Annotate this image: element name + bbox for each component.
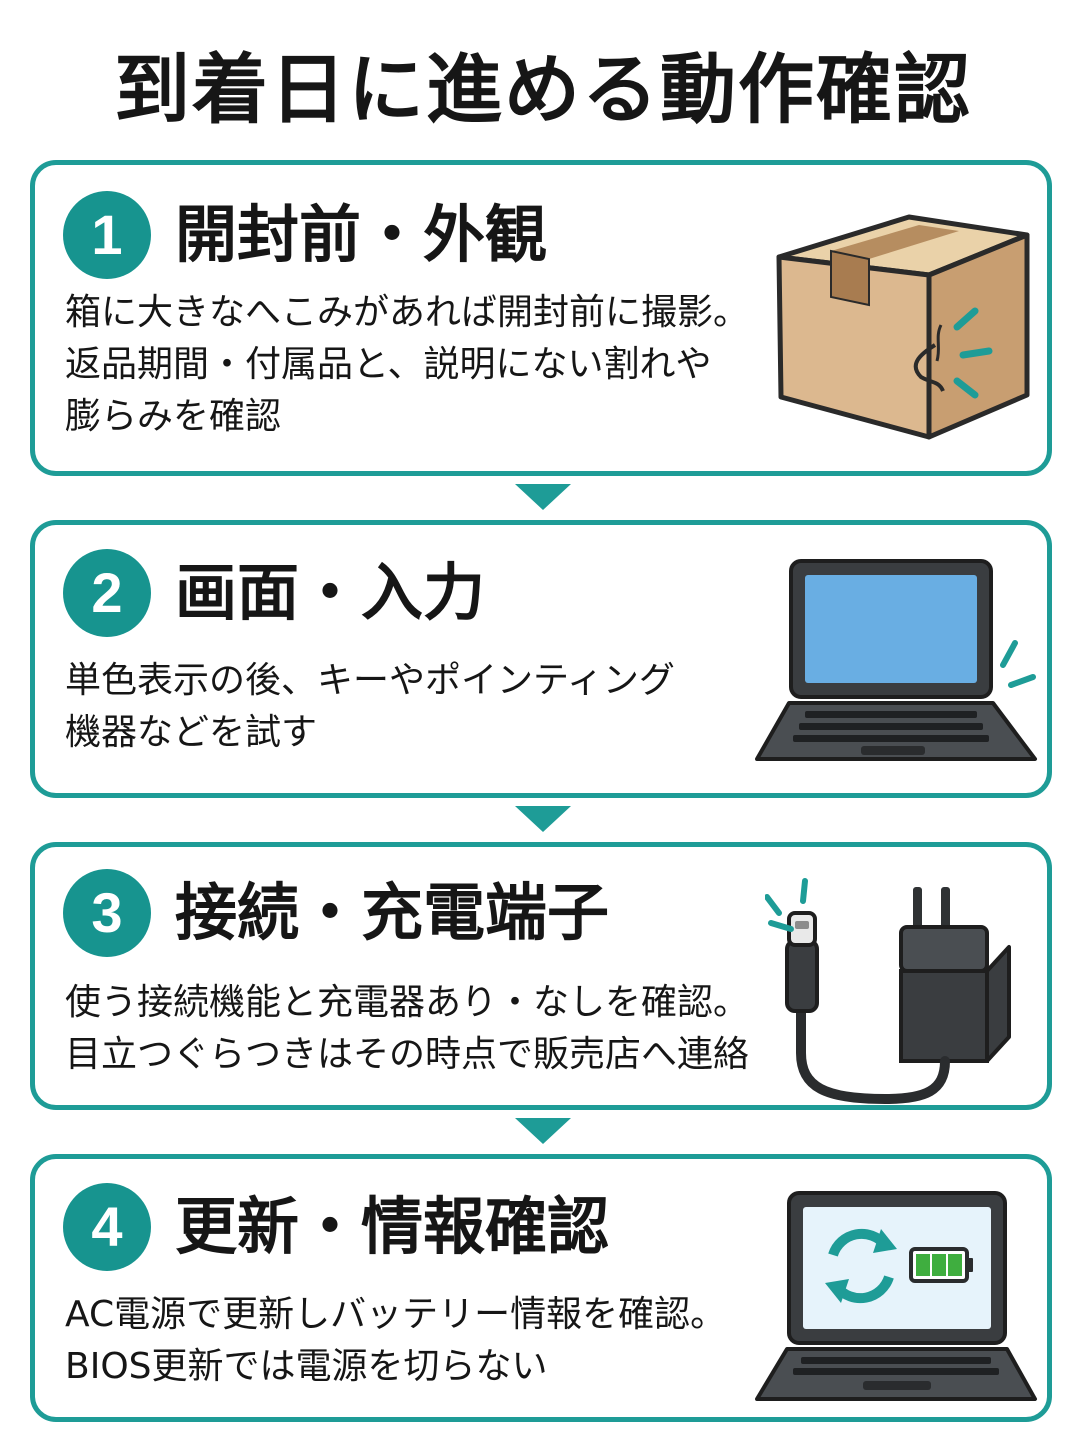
flow-arrow-down <box>515 484 571 510</box>
flow-arrow-down <box>515 806 571 832</box>
step-number-badge: 1 <box>63 191 151 279</box>
step-description: 単色表示の後、キーやポインティング 機器などを試す <box>65 655 675 759</box>
step-title: 画面・入力 <box>175 556 486 629</box>
step-description-line: 機器などを試す <box>65 712 318 753</box>
step-description-line: AC電源で更新しバッテリー情報を確認。 <box>65 1294 727 1335</box>
step-card-4: 4 更新・情報確認 AC電源で更新しバッテリー情報を確認。 BIOS更新では電源… <box>30 1154 1052 1422</box>
step-description-line: 返品期間・付属品と、説明にない割れや <box>65 344 712 385</box>
step-title: 更新・情報確認 <box>175 1190 610 1263</box>
step-description-line: 目立つぐらつきはその時点で販売店へ連絡 <box>65 1034 750 1075</box>
step-number-badge: 3 <box>63 869 151 957</box>
step-description-line: 膨らみを確認 <box>65 396 282 437</box>
step-title: 接続・充電端子 <box>175 876 610 949</box>
page-title: 到着日に進める動作確認 <box>114 45 972 134</box>
step-card-2: 2 画面・入力 単色表示の後、キーやポインティング 機器などを試す <box>30 520 1052 798</box>
cardboard-box-icon <box>776 214 1030 440</box>
step-number-badge: 2 <box>63 549 151 637</box>
laptop-update-battery-icon <box>755 1191 1037 1401</box>
step-description: 箱に大きなへこみがあれば開封前に撮影。 返品期間・付属品と、説明にない割れや 膨… <box>65 287 749 443</box>
step-description: AC電源で更新しバッテリー情報を確認。 BIOS更新では電源を切らない <box>65 1289 726 1393</box>
step-title: 開封前・外観 <box>175 198 548 271</box>
charger-cable-icon <box>765 878 1011 1105</box>
step-number-badge: 4 <box>63 1183 151 1271</box>
step-description-line: 使う接続機能と充電器あり・なしを確認。 <box>65 982 750 1023</box>
flow-arrow-down <box>515 1118 571 1144</box>
step-description-line: 単色表示の後、キーやポインティング <box>65 660 675 701</box>
step-card-3: 3 接続・充電端子 使う接続機能と充電器あり・なしを確認。 目立つぐらつきはその… <box>30 842 1052 1110</box>
step-description: 使う接続機能と充電器あり・なしを確認。 目立つぐらつきはその時点で販売店へ連絡 <box>65 977 749 1081</box>
step-description-line: BIOS更新では電源を切らない <box>65 1346 548 1387</box>
laptop-icon <box>755 559 1037 761</box>
step-card-1: 1 開封前・外観 箱に大きなへこみがあれば開封前に撮影。 返品期間・付属品と、説… <box>30 160 1052 476</box>
step-description-line: 箱に大きなへこみがあれば開封前に撮影。 <box>65 292 750 333</box>
